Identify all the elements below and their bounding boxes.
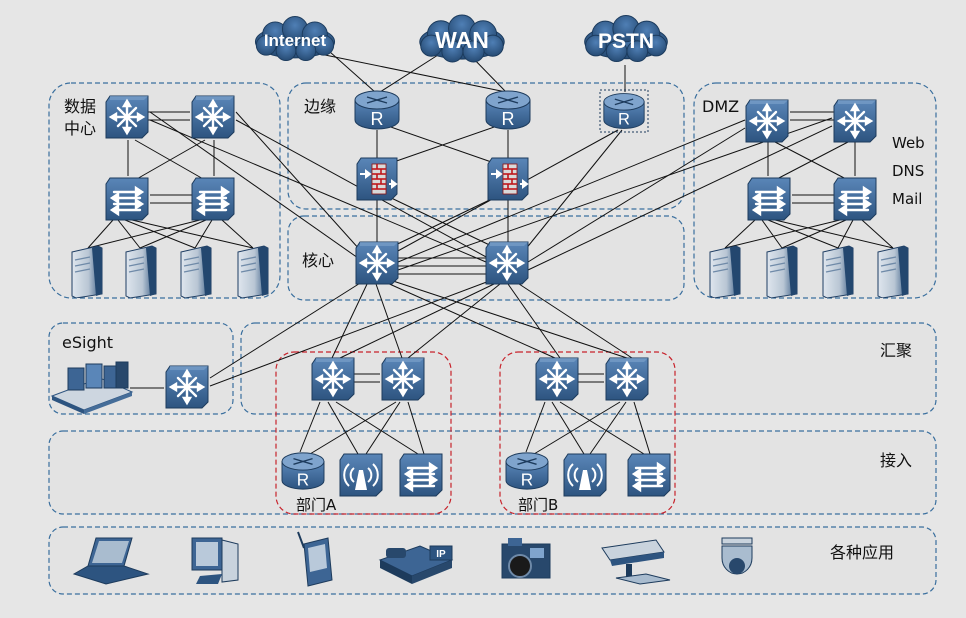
datacenter-aggregation-switch-1 xyxy=(104,94,150,140)
access-wireless-ap-a xyxy=(339,453,383,497)
cloud-pstn: PSTN xyxy=(584,14,668,63)
dmz-server-4 xyxy=(877,245,909,298)
dmz-server-2 xyxy=(766,245,798,298)
pstn-gateway-router xyxy=(603,92,645,130)
aggregation-switch-a2 xyxy=(380,356,426,402)
cloud-pstn-label: PSTN xyxy=(598,30,654,53)
datacenter-access-switch-1 xyxy=(104,176,150,222)
zone-label-datacenter-line2: 中心 xyxy=(64,119,96,138)
zone-label-edge: 边缘 xyxy=(304,97,336,116)
zone-label-dmz: DMZ xyxy=(702,97,739,116)
datacenter-server-1 xyxy=(71,245,103,298)
zone-access xyxy=(48,430,937,515)
zone-label-applications: 各种应用 xyxy=(830,543,894,562)
dmz-access-switch-2 xyxy=(832,176,878,222)
zone-label-aggregation: 汇聚 xyxy=(880,341,912,360)
edge-router-2 xyxy=(485,90,531,130)
datacenter-aggregation-switch-2 xyxy=(190,94,236,140)
zone-label-core: 核心 xyxy=(302,251,334,270)
dmz-server-1 xyxy=(709,245,741,298)
department-a-label: 部门A xyxy=(296,496,337,514)
dmz-switch-2 xyxy=(832,98,878,144)
dmz-access-switch-1 xyxy=(746,176,792,222)
datacenter-access-switch-2 xyxy=(190,176,236,222)
ip-phone-icon: IP xyxy=(378,545,454,584)
ip-phone-tag: IP xyxy=(436,549,446,560)
edge-firewall-2 xyxy=(487,157,529,201)
datacenter-server-2 xyxy=(125,245,157,298)
dmz-service-web: Web xyxy=(892,134,925,152)
zone-label-esight: eSight xyxy=(62,333,113,352)
aggregation-switch-a1 xyxy=(310,356,356,402)
edge-router-1 xyxy=(354,90,400,130)
datacenter-server-4 xyxy=(237,245,269,298)
zone-label-access: 接入 xyxy=(880,451,912,470)
laptop-icon xyxy=(72,537,150,585)
dmz-service-mail: Mail xyxy=(892,190,922,208)
access-switch-a xyxy=(398,452,444,498)
esight-management-station xyxy=(50,361,134,414)
access-router-a xyxy=(281,452,325,490)
esight-switch xyxy=(164,364,210,410)
access-router-b xyxy=(505,452,549,490)
edge-firewall-1 xyxy=(356,157,398,201)
cloud-wan: WAN xyxy=(419,14,505,63)
datacenter-server-3 xyxy=(180,245,212,298)
dome-camera-icon xyxy=(721,537,753,575)
desktop-pc-icon xyxy=(191,537,239,584)
zone-applications xyxy=(48,526,937,595)
zone-label-datacenter-line1: 数据 xyxy=(64,97,96,116)
surveillance-camera-icon xyxy=(601,539,671,585)
camera-icon xyxy=(501,538,551,579)
dmz-server-3 xyxy=(822,245,854,298)
access-switch-b xyxy=(626,452,672,498)
aggregation-switch-b2 xyxy=(604,356,650,402)
department-b-label: 部门B xyxy=(518,496,558,514)
aggregation-switch-b1 xyxy=(534,356,580,402)
cloud-internet-label: Internet xyxy=(264,31,327,50)
cloud-internet: Internet xyxy=(254,16,336,62)
pstn-router-outline xyxy=(599,89,649,133)
network-links xyxy=(87,51,894,455)
pda-icon xyxy=(297,531,333,587)
core-switch-2 xyxy=(484,240,530,286)
dmz-service-dns: DNS xyxy=(892,162,924,180)
dmz-switch-1 xyxy=(744,98,790,144)
core-switch-1 xyxy=(354,240,400,286)
cloud-wan-label: WAN xyxy=(435,27,489,53)
access-wireless-ap-b xyxy=(563,453,607,497)
